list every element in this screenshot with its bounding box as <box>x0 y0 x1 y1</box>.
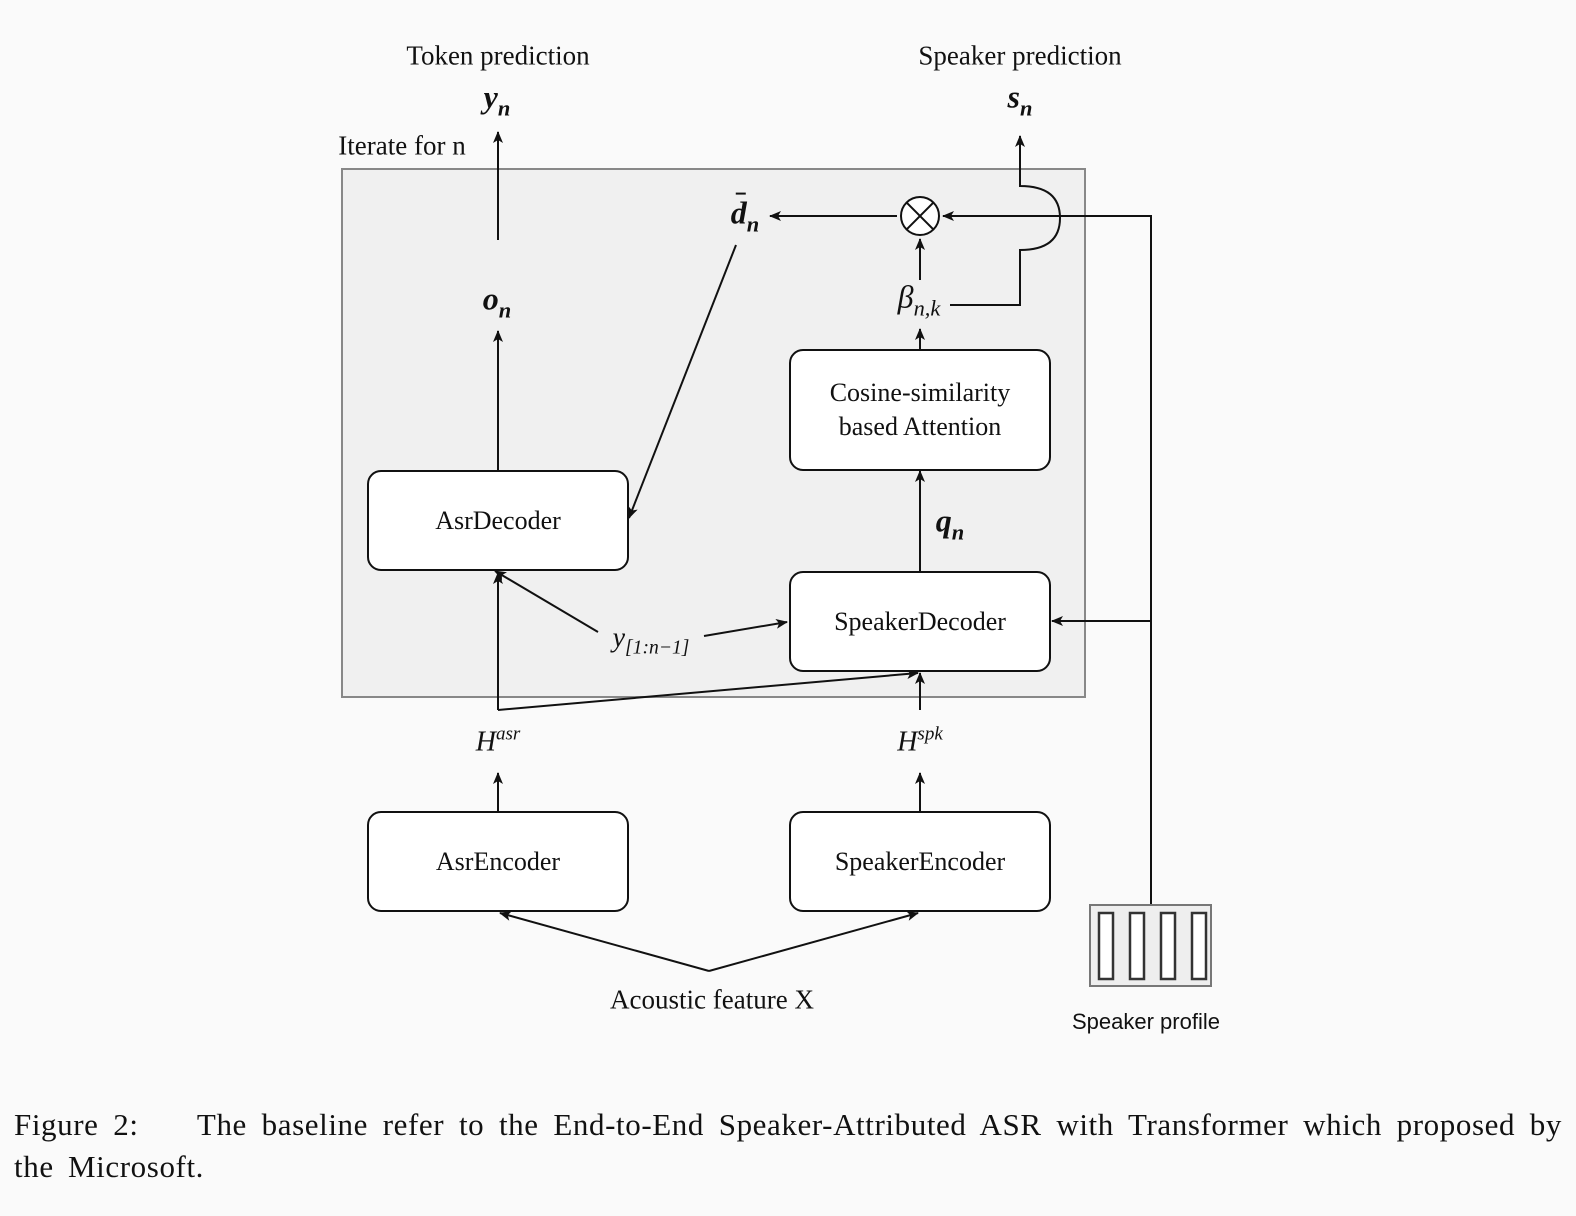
symbol-y-n: yn <box>483 78 511 121</box>
speaker-decoder-box: SpeakerDecoder <box>789 571 1051 672</box>
arrow-beta-to-sn <box>950 135 1062 306</box>
arrow-acoustic-to-speakerencoder <box>708 911 919 972</box>
symbol-d-bar-n: dn <box>730 192 760 237</box>
speaker-encoder-box: SpeakerEncoder <box>789 811 1051 912</box>
speaker-prediction-label: Speaker prediction <box>918 40 1122 71</box>
symbol-h-asr: Hasr <box>475 723 521 758</box>
symbol-q-n: qn <box>935 502 965 545</box>
asr-decoder-box: AsrDecoder <box>367 470 629 571</box>
attention-box: Cosine-similarity based Attention <box>789 349 1051 471</box>
arrow-acoustic-to-asrencoder <box>499 911 710 972</box>
speaker-profile-icon <box>1089 904 1212 987</box>
asr-encoder-box: AsrEncoder <box>367 811 629 912</box>
token-prediction-label: Token prediction <box>406 40 590 71</box>
symbol-h-spk: Hspk <box>897 723 943 758</box>
caption-text: The baseline refer to the End-to-End Spe… <box>14 1107 1563 1184</box>
arrow-dbar-to-asrdecoder <box>628 244 737 519</box>
symbol-s-n: sn <box>1007 78 1033 121</box>
symbol-o-n: on <box>482 280 512 323</box>
iterate-label: Iterate for n <box>338 130 466 161</box>
acoustic-feature-label: Acoustic feature X <box>610 984 814 1015</box>
arrow-yprev-to-speakerdecoder <box>703 618 788 637</box>
symbol-beta-nk: βn,k <box>897 278 941 321</box>
symbol-y-prev: y[1:n−1] <box>612 622 690 659</box>
attention-line-2: based Attention <box>838 412 1002 441</box>
attention-line-1: Cosine-similarity <box>829 378 1011 407</box>
arrow-profile-to-multiply <box>942 211 1152 905</box>
caption-prefix: Figure 2: <box>14 1107 139 1142</box>
arrow-hasr-to-speakerdecoder <box>497 668 919 711</box>
speaker-profile-label: Speaker profile <box>1072 1009 1220 1034</box>
multiply-icon <box>900 196 940 236</box>
figure-caption: Figure 2: The baseline refer to the End-… <box>14 1104 1562 1188</box>
arrow-yprev-to-asrdecoder <box>494 570 599 633</box>
